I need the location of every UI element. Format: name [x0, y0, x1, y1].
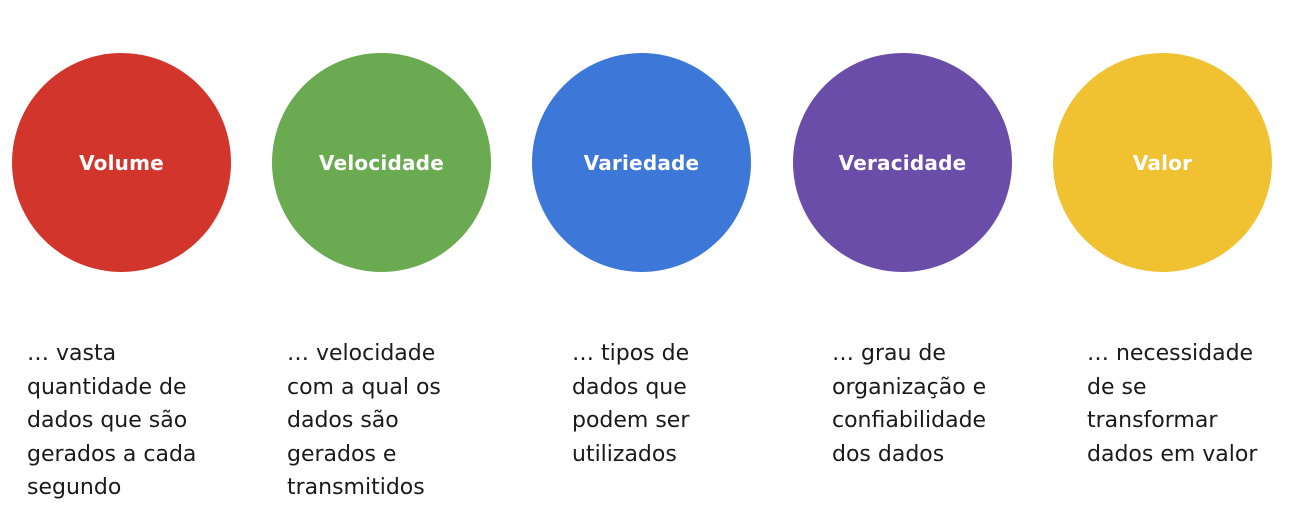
variedade-circle: Variedade	[532, 53, 751, 272]
velocidade-circle: Velocidade	[272, 53, 491, 272]
veracidade-label: Veracidade	[838, 150, 967, 175]
volume-description: … vasta quantidade de dados que são gera…	[27, 341, 197, 500]
velocidade-description: … velocidade com a qual os dados são ger…	[287, 341, 441, 500]
valor-description: … necessidade de se transformar dados em…	[1087, 341, 1258, 467]
valor-label: Valor	[1132, 150, 1193, 175]
veracidade-description: … grau de organização e confiabilidade d…	[832, 341, 987, 467]
variedade-label: Variedade	[583, 150, 700, 175]
variedade-description: … tipos de dados que podem ser utilizado…	[572, 341, 690, 467]
volume-label: Volume	[79, 150, 164, 175]
veracidade-circle: Veracidade	[793, 53, 1012, 272]
volume-circle: Volume	[12, 53, 231, 272]
velocidade-label: Velocidade	[319, 150, 444, 175]
valor-circle: Valor	[1053, 53, 1272, 272]
